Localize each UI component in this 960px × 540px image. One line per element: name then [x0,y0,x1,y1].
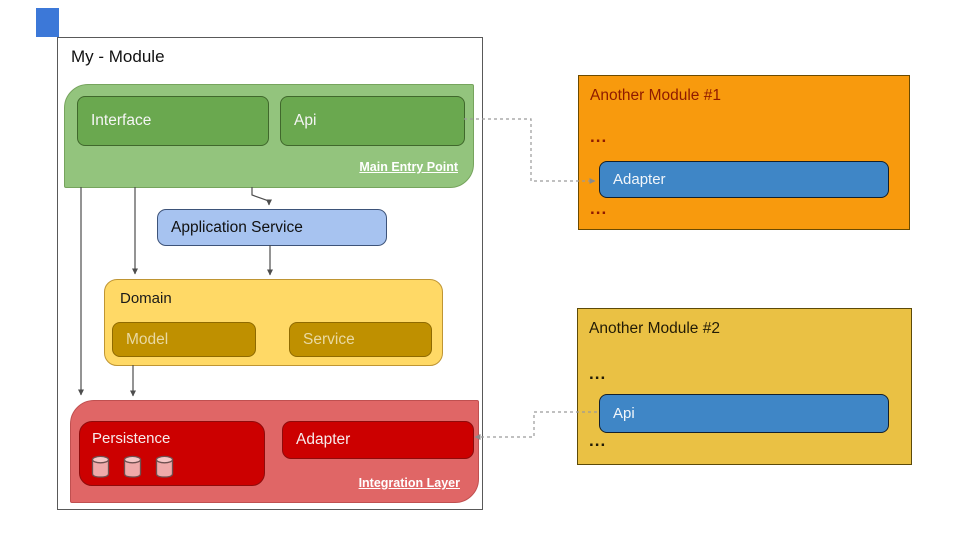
another-module-2-title: Another Module #2 [589,320,720,337]
another-module-1-title: Another Module #1 [590,87,721,104]
domain-group: Domain Model Service [104,279,443,366]
database-icon [91,455,110,478]
interface-node: Interface [77,96,269,146]
integration-layer-group: Persistence Adapter Integration Layer [70,400,479,503]
accent-shape [36,8,59,37]
persistence-node: Persistence [79,421,265,486]
api-node: Api [280,96,465,146]
database-icon [123,455,142,478]
my-module-container: My - Module Interface Api Main Entry Poi… [57,37,483,510]
integration-layer-label: Integration Layer [358,476,460,490]
another-module-2-container: Another Module #2 ... Api ... [577,308,912,465]
ellipsis-text: ... [590,127,608,146]
database-icon-row [91,455,174,478]
ellipsis-text: ... [589,431,607,450]
ellipsis-text: ... [589,364,607,383]
module-1-adapter-node: Adapter [599,161,889,198]
my-module-title: My - Module [71,47,165,66]
module-2-api-node: Api [599,394,889,433]
ellipsis-text: ... [590,199,608,218]
service-node: Service [289,322,432,357]
main-entry-point-group: Interface Api Main Entry Point [64,84,474,188]
database-icon [155,455,174,478]
persistence-label: Persistence [92,430,171,447]
model-node: Model [112,322,256,357]
application-service-node: Application Service [157,209,387,246]
domain-title: Domain [120,290,172,307]
main-entry-point-label: Main Entry Point [359,160,458,174]
integration-adapter-node: Adapter [282,421,474,459]
another-module-1-container: Another Module #1 ... Adapter ... [578,75,910,230]
